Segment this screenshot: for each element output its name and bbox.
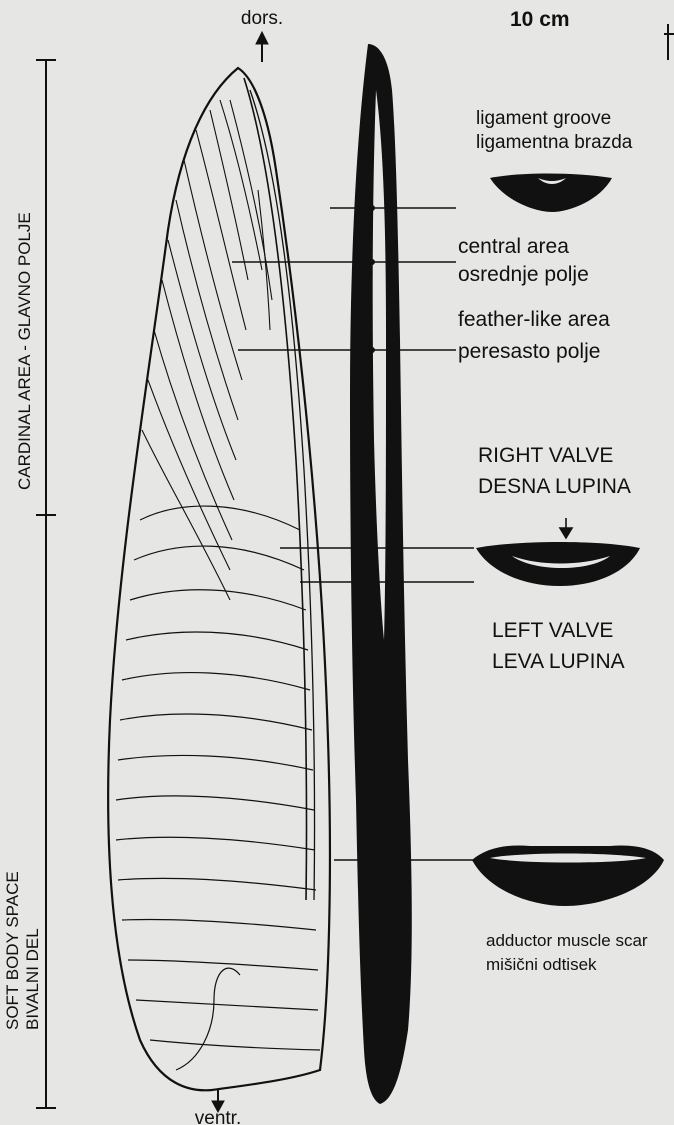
right-valve-label-en: RIGHT VALVE	[478, 444, 613, 467]
ligament-groove-label-sl: ligamentna brazda	[476, 132, 633, 153]
ventral-label: ventr.	[195, 1108, 241, 1125]
adductor-scar-label-en: adductor muscle scar	[486, 931, 648, 950]
adductor-scar-label-sl: mišični odtisek	[486, 955, 597, 974]
right-valve-label-sl: DESNA LUPINA	[478, 475, 631, 498]
soft-body-space-label-en: SOFT BODY SPACE	[3, 871, 22, 1030]
cardinal-area-label: CARDINAL AREA - GLAVNO POLJE	[15, 212, 34, 490]
soft-body-space-label-sl: BIVALNI DEL	[23, 928, 42, 1030]
left-valve-label-sl: LEVA LUPINA	[492, 650, 625, 673]
left-valve-label-en: LEFT VALVE	[492, 619, 613, 642]
scale-label: 10 cm	[510, 8, 570, 31]
dorsal-label: dors.	[241, 8, 283, 29]
feather-area-label-sl: peresasto polje	[458, 340, 600, 363]
feather-area-label-en: feather-like area	[458, 308, 610, 331]
central-area-label-en: central area	[458, 235, 569, 258]
ligament-groove-label-en: ligament groove	[476, 108, 611, 129]
central-area-label-sl: osrednje polje	[458, 263, 589, 286]
